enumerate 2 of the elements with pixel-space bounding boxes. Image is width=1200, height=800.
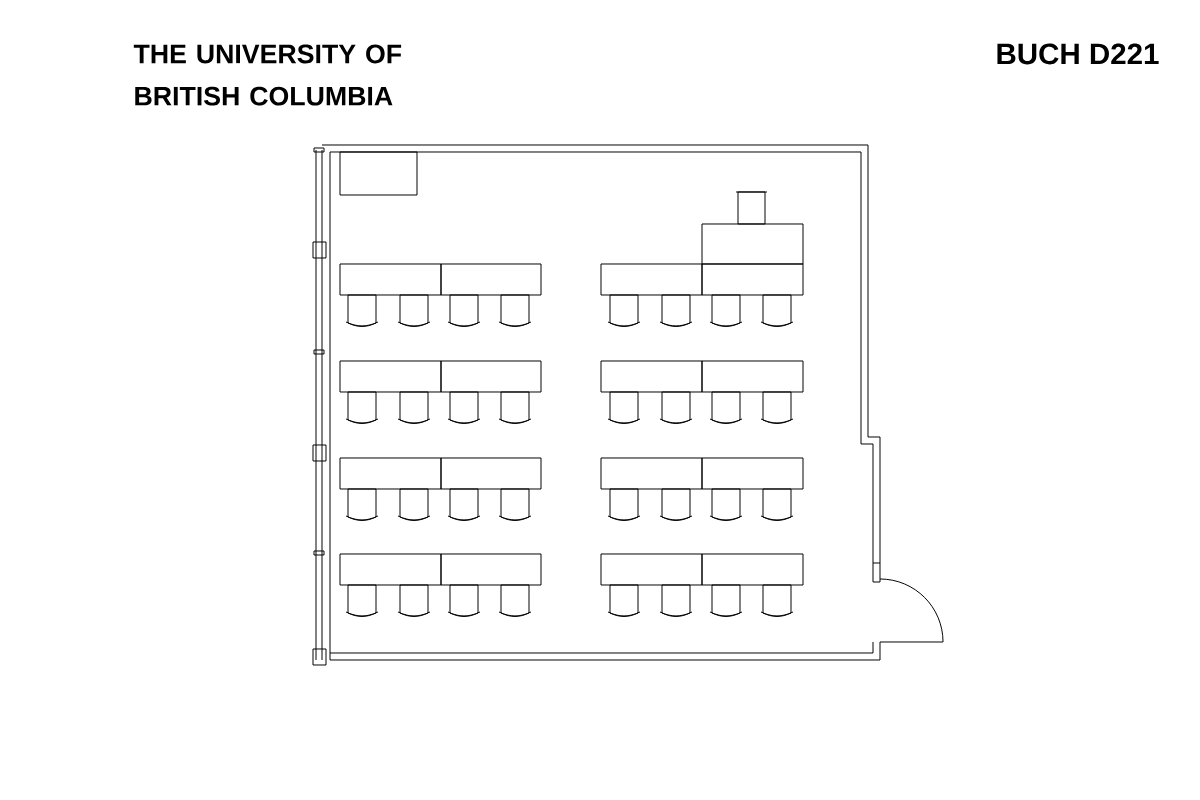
room-title: BUCH D221 xyxy=(997,43,1159,65)
university-name: THE UNIVERSITY OF BRITISH COLUMBIA xyxy=(133,44,402,106)
